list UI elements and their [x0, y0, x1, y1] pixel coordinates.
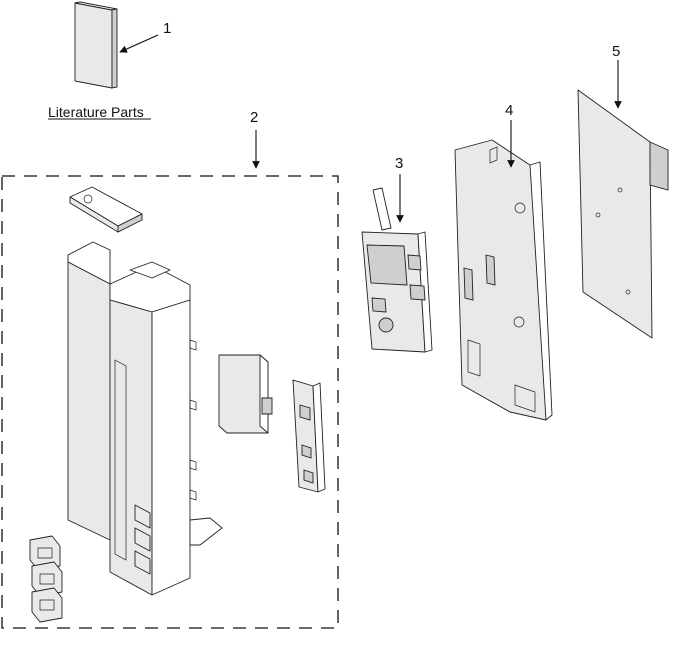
control-board-part[interactable]: [361, 187, 433, 353]
panel-sheet-part[interactable]: [577, 89, 669, 339]
callout-1-leader: [119, 34, 159, 53]
button-keys-part[interactable]: [29, 535, 63, 623]
literature-caption: Literature Parts: [48, 104, 144, 120]
callout-5[interactable]: 5: [612, 43, 620, 60]
button-board-part[interactable]: [292, 379, 326, 493]
callout-1[interactable]: 1: [163, 20, 171, 37]
trim-strip-part[interactable]: [69, 186, 143, 233]
control-panel-assembly-boundary: [1, 175, 339, 629]
control-bracket-part[interactable]: [218, 354, 273, 434]
literature-part[interactable]: [74, 1, 118, 89]
callout-3[interactable]: 3: [395, 155, 403, 172]
callout-4[interactable]: 4: [505, 102, 513, 119]
mounting-plate-part[interactable]: [454, 139, 553, 421]
callout-2[interactable]: 2: [250, 109, 258, 126]
control-panel-housing-part[interactable]: [67, 241, 223, 596]
